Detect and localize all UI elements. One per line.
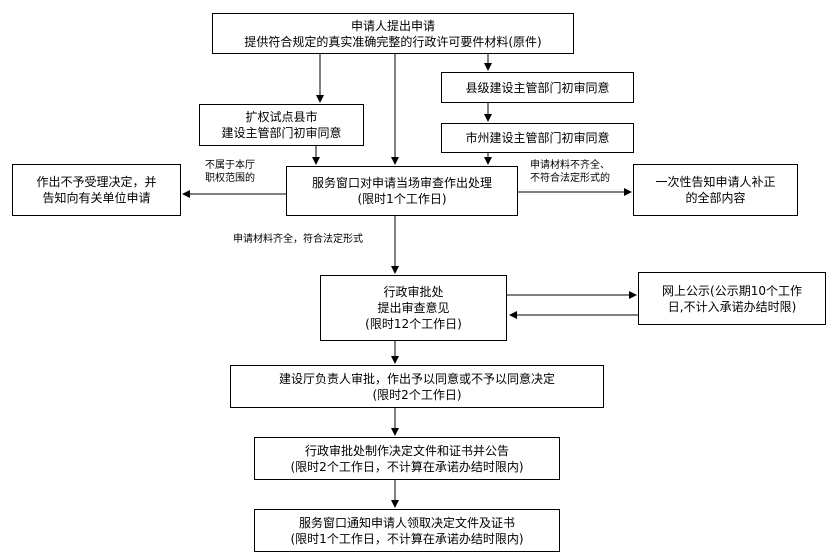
window-process-box: 服务窗口对申请当场审查作出处理 (限时1个工作日): [286, 166, 518, 216]
apply-title: 申请人提出申请: [350, 18, 435, 33]
label-complete-line1: 申请材料齐全，符合法定形式: [233, 234, 363, 245]
approval-office-title: 行政审批处: [383, 285, 444, 299]
county-review-box: 县级建设主管部门初审同意: [441, 72, 634, 103]
notify-correct-line1: 一次性告知申请人补正: [655, 175, 776, 189]
leader-approve-limit: (限时2个工作日): [372, 387, 462, 402]
approval-office-limit: (限时12个工作日): [365, 317, 462, 331]
label-complete: 申请材料齐全，符合法定形式: [233, 233, 363, 246]
reject-box: 作出不予受理决定，并 告知向有关单位申请: [12, 164, 181, 216]
label-out-of-scope: 不属于本厅 职权范围的: [205, 159, 255, 185]
notify-correct-line2: 的全部内容: [685, 191, 746, 205]
pilot-review-box: 扩权试点县市 建设主管部门初审同意: [199, 104, 364, 146]
collect-docs-title: 服务窗口通知申请人领取决定文件及证书: [298, 515, 515, 530]
approval-office-task: 提出审查意见: [377, 301, 450, 315]
publicity-line2: 日,不计入承诺办结时限): [667, 299, 797, 314]
label-incomplete-line1: 申请材料不齐全、: [530, 160, 610, 171]
label-out-of-scope-line2: 职权范围的: [205, 173, 255, 184]
pilot-review-line2: 建设主管部门初审同意: [221, 126, 342, 140]
label-incomplete-line2: 不符合法定形式的: [530, 173, 610, 184]
city-review-box: 市州建设主管部门初审同意: [441, 123, 634, 153]
label-out-of-scope-line1: 不属于本厅: [205, 160, 255, 171]
pilot-review-line1: 扩权试点县市: [245, 110, 318, 124]
city-review-text: 市州建设主管部门初审同意: [465, 131, 610, 145]
make-docs-title: 行政审批处制作决定文件和证书并公告: [304, 443, 509, 458]
reject-line2: 告知向有关单位申请: [42, 191, 151, 205]
collect-docs-limit: (限时1个工作日，不计算在承诺办结时限内): [290, 531, 524, 546]
reject-line1: 作出不予受理决定，并: [36, 175, 157, 189]
label-incomplete: 申请材料不齐全、 不符合法定形式的: [530, 159, 610, 185]
leader-approve-box: 建设厅负责人审批，作出予以同意或不予以同意决定 (限时2个工作日): [230, 365, 604, 408]
collect-docs-box: 服务窗口通知申请人领取决定文件及证书 (限时1个工作日，不计算在承诺办结时限内): [254, 509, 560, 552]
leader-approve-title: 建设厅负责人审批，作出予以同意或不予以同意决定: [278, 371, 555, 386]
publicity-box: 网上公示(公示期10个工作 日,不计入承诺办结时限): [638, 272, 826, 325]
apply-detail: 提供符合规定的真实准确完整的行政许可要件材料(原件): [244, 34, 542, 49]
notify-correct-box: 一次性告知申请人补正 的全部内容: [633, 164, 798, 216]
approval-office-box: 行政审批处 提出审查意见 (限时12个工作日): [320, 275, 507, 341]
make-docs-limit: (限时2个工作日，不计算在承诺办结时限内): [290, 459, 524, 474]
window-process-title: 服务窗口对申请当场审查作出处理: [311, 176, 492, 190]
apply-box: 申请人提出申请 提供符合规定的真实准确完整的行政许可要件材料(原件): [212, 13, 574, 54]
make-docs-box: 行政审批处制作决定文件和证书并公告 (限时2个工作日，不计算在承诺办结时限内): [254, 437, 560, 480]
publicity-line1: 网上公示(公示期10个工作: [662, 283, 802, 298]
window-process-limit: (限时1个工作日): [357, 192, 447, 206]
county-review-text: 县级建设主管部门初审同意: [465, 80, 610, 95]
